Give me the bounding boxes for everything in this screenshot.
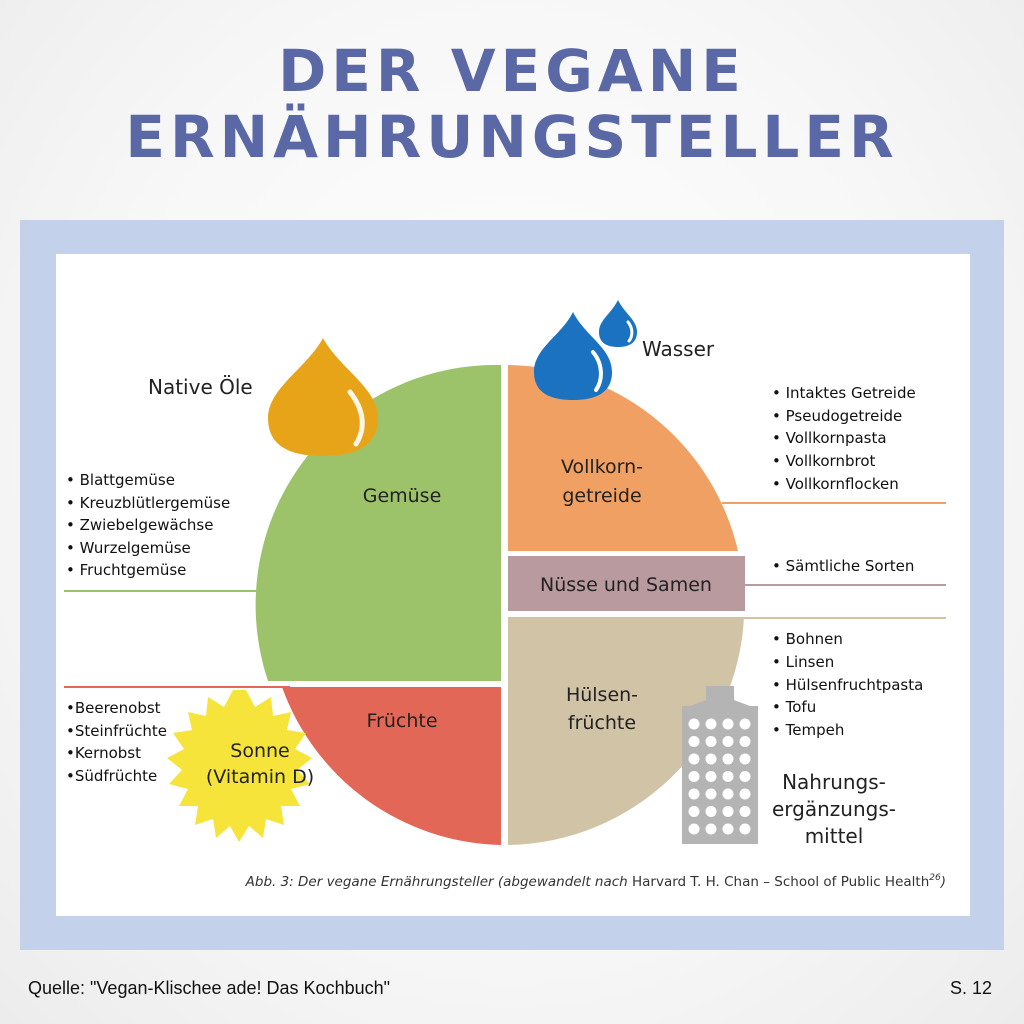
pill-dot (739, 771, 751, 782)
pill-dot (705, 771, 717, 782)
gemuese-list: • Blattgemüse • Kreuzblütlergemüse • Zwi… (66, 471, 230, 579)
fruechte-segment (282, 687, 501, 845)
pill-dot (739, 718, 751, 730)
water-drops-icon (534, 300, 637, 400)
list-item: • Fruchtgemüse (66, 561, 186, 579)
nuesse-segment (508, 556, 745, 611)
pill-dot (722, 788, 734, 800)
nuesse-list: • Sämtliche Sorten (772, 557, 914, 575)
pill-dot (688, 806, 700, 817)
pill-dot (688, 753, 700, 765)
caption-superscript: 26 (929, 873, 941, 883)
list-item: • Vollkornflocken (772, 475, 899, 493)
list-item: • Pseudogetreide (772, 407, 902, 425)
pill-dot (705, 718, 717, 730)
pill-dot (722, 806, 734, 817)
huelsen-list: • Bohnen • Linsen • Hülsenfruchtpasta • … (772, 630, 923, 739)
fruechte-list: •Beerenobst •Steinfrüchte •Kernobst •Süd… (66, 699, 167, 785)
pill-dot (739, 788, 751, 800)
pill-dot (705, 753, 717, 765)
nahrung-label-line3: mittel (805, 824, 864, 848)
page-title: DER VEGANE ERNÄHRUNGSTELLER (125, 37, 899, 171)
list-item: • Zwiebelgewächse (66, 516, 213, 534)
pill-dot (688, 788, 700, 800)
huelsen-segment (508, 617, 744, 845)
pill-dot (722, 771, 734, 782)
oil-drop-icon (268, 338, 378, 456)
vollkorn-list: • Intaktes Getreide • Pseudogetreide • V… (772, 384, 916, 493)
sonne-label-line1: Sonne (230, 740, 289, 762)
wasser-label: Wasser (642, 337, 715, 361)
fruechte-label: Früchte (366, 710, 437, 732)
pill-dot (688, 823, 700, 835)
source-citation: Quelle: "Vegan-Klischee ade! Das Kochbuc… (28, 978, 391, 998)
sun-icon (167, 690, 312, 842)
pill-dot (705, 736, 717, 747)
figure-caption: Abb. 3: Der vegane Ernährungsteller (abg… (245, 873, 946, 890)
list-item: • Wurzelgemüse (66, 539, 191, 557)
pill-dot (739, 823, 751, 835)
caption-end: ) (940, 874, 946, 890)
pill-dot (739, 736, 751, 747)
nahrung-label-line2: ergänzungs- (772, 797, 896, 821)
supplement-bottle-icon (682, 686, 758, 844)
list-item: • Tempeh (772, 721, 844, 739)
oele-label: Native Öle (148, 375, 253, 399)
list-item: • Bohnen (772, 630, 843, 648)
pill-dot (705, 823, 717, 835)
vollkorn-label-line2: getreide (562, 485, 641, 507)
gemuese-segment (255, 364, 501, 681)
pill-dot (705, 806, 717, 817)
sonne-label-line2: (Vitamin D) (206, 766, 314, 788)
pill-dot (739, 806, 751, 817)
caption-prefix: Abb. 3: Der vegane Ernährungsteller (abg… (245, 874, 632, 890)
huelsen-label-line1: Hülsen- (566, 684, 638, 706)
list-item: • Blattgemüse (66, 471, 175, 489)
pill-dot (688, 718, 700, 730)
pill-dot (688, 736, 700, 747)
list-item: •Beerenobst (66, 699, 161, 717)
page-number: S. 12 (949, 978, 992, 998)
pill-dot (722, 823, 734, 835)
list-item: • Sämtliche Sorten (772, 557, 914, 575)
pill-dot (739, 753, 751, 765)
list-item: • Vollkornbrot (772, 452, 876, 470)
nahrung-label-line1: Nahrungs- (782, 770, 886, 794)
pill-dot (722, 736, 734, 747)
pill-dot (705, 788, 717, 800)
pill-dot (688, 771, 700, 782)
pill-dot (722, 718, 734, 730)
list-item: • Kreuzblütlergemüse (66, 494, 230, 512)
list-item: •Südfrüchte (66, 767, 157, 785)
gemuese-label: Gemüse (363, 485, 442, 507)
vollkorn-segment (508, 365, 738, 551)
list-item: • Intaktes Getreide (772, 384, 916, 402)
nuesse-label: Nüsse und Samen (540, 574, 712, 596)
huelsen-label-line2: früchte (568, 712, 636, 734)
list-item: •Kernobst (66, 744, 141, 762)
pill-dot (722, 753, 734, 765)
list-item: • Vollkornpasta (772, 429, 887, 447)
list-item: •Steinfrüchte (66, 722, 167, 740)
list-item: • Hülsenfruchtpasta (772, 676, 923, 694)
vollkorn-label-line1: Vollkorn- (561, 456, 643, 478)
caption-main: Harvard T. H. Chan – School of Public He… (632, 874, 929, 890)
list-item: • Tofu (772, 698, 816, 716)
list-item: • Linsen (772, 653, 834, 671)
